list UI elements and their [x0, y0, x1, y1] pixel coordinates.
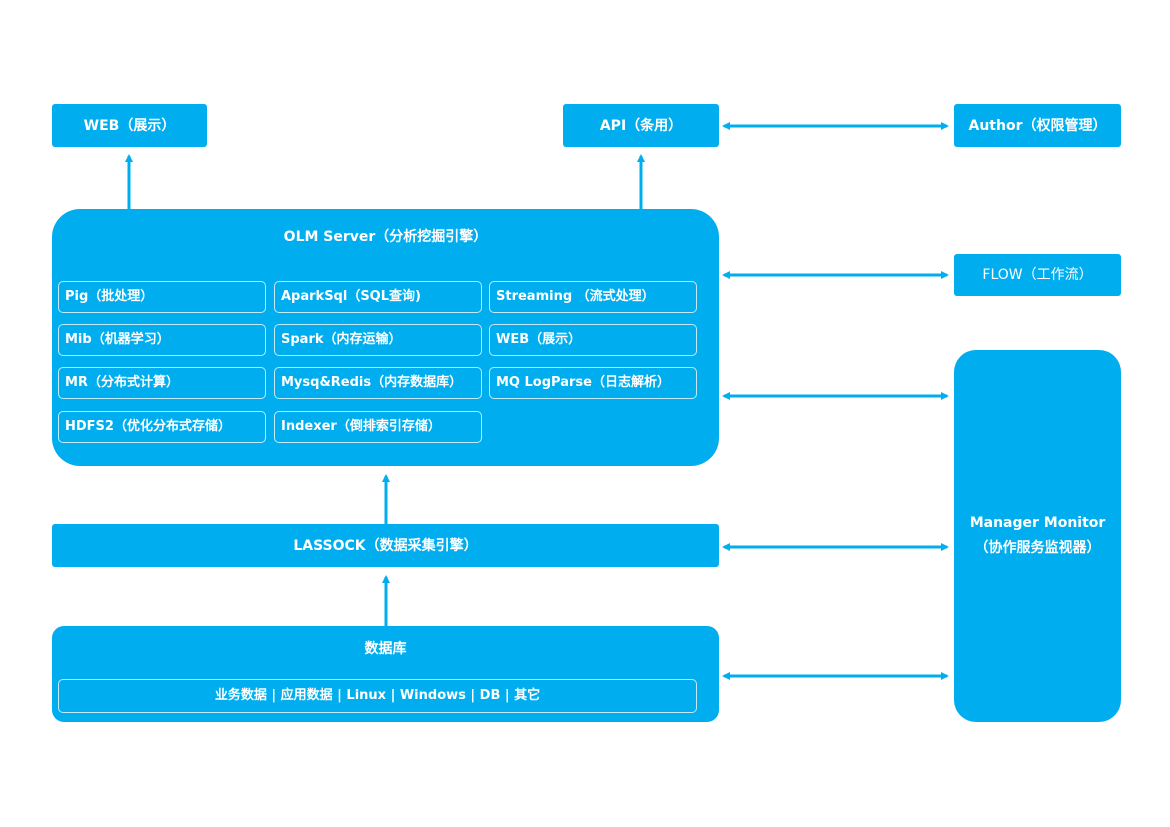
- module-spark: Spark（内存运输）: [274, 324, 482, 356]
- olm-server-box: OLM Server（分析挖掘引擎） Pig（批处理） AparkSql（SQL…: [52, 209, 719, 466]
- module-mysql-redis: Mysq&Redis（内存数据库）: [274, 367, 482, 399]
- flow-label: FLOW（工作流）: [982, 267, 1093, 283]
- module-streaming: Streaming （流式处理）: [489, 281, 697, 313]
- module-aparksql: AparkSql（SQL查询): [274, 281, 482, 313]
- manager-monitor-box: Manager Monitor （协作服务监视器）: [954, 350, 1121, 722]
- module-web: WEB（展示）: [489, 324, 697, 356]
- api-box: API（条用）: [563, 104, 719, 147]
- web-display-label: WEB（展示）: [83, 118, 176, 134]
- database-sources: 业务数据 | 应用数据 | Linux | Windows | DB | 其它: [58, 679, 697, 713]
- author-box: Author（权限管理）: [954, 104, 1121, 147]
- api-label: API（条用）: [599, 118, 683, 134]
- module-mq-logparse: MQ LogParse（日志解析）: [489, 367, 697, 399]
- author-label: Author（权限管理）: [968, 118, 1107, 134]
- module-indexer: Indexer（倒排索引存储）: [274, 411, 482, 443]
- module-pig: Pig（批处理）: [58, 281, 266, 313]
- lassock-box: LASSOCK（数据采集引擎）: [52, 524, 719, 567]
- database-box: 数据库 业务数据 | 应用数据 | Linux | Windows | DB |…: [52, 626, 719, 722]
- web-display-box: WEB（展示）: [52, 104, 207, 147]
- flow-box: FLOW（工作流）: [954, 254, 1121, 296]
- module-mr: MR（分布式计算）: [58, 367, 266, 399]
- module-hdfs2: HDFS2（优化分布式存储）: [58, 411, 266, 443]
- database-title: 数据库: [364, 641, 407, 657]
- olm-server-title: OLM Server（分析挖掘引擎）: [283, 229, 488, 245]
- lassock-label: LASSOCK（数据采集引擎）: [293, 538, 478, 554]
- manager-monitor-subtitle: （协作服务监视器）: [974, 540, 1101, 556]
- manager-monitor-title: Manager Monitor: [969, 515, 1106, 531]
- module-mib: Mib（机器学习）: [58, 324, 266, 356]
